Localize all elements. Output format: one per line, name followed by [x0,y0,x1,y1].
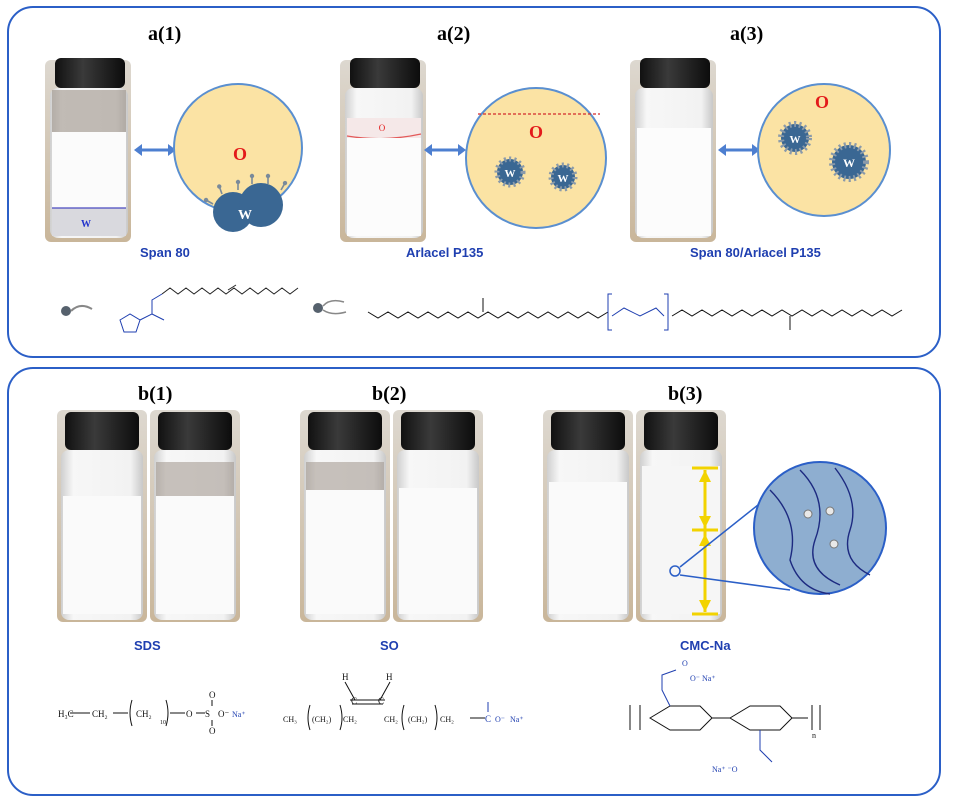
svg-text:Na⁺: Na⁺ [232,710,246,719]
svg-text:H: H [386,672,393,682]
oil-label-a2: O [529,122,543,142]
svg-text:C: C [378,696,384,706]
droplet-schematic-a2: O W W [465,87,607,229]
vial-b1-left [57,410,147,622]
label-a2: a(2) [437,23,471,45]
svg-text:C: C [351,696,357,706]
svg-text:CH₂: CH₂ [136,709,152,719]
vial-a2: O [340,58,426,242]
vial-b3-right [636,410,726,622]
vial-b2-left [300,410,390,622]
vial-b1-right [150,410,240,622]
water-label-a1: W [238,208,252,223]
svg-text:S: S [205,709,210,719]
svg-text:CH₂: CH₂ [343,715,357,724]
svg-text:O: O [209,726,216,736]
cmc-na-structure [629,669,821,763]
double-arrow-a3 [718,144,760,156]
svg-text:O: O [209,690,216,700]
svg-text:O⁻ Na⁺: O⁻ Na⁺ [690,674,716,683]
label-b1: b(1) [138,383,173,405]
water-label-a3a: W [790,134,801,146]
vial-a1: W [45,58,131,242]
oil-label-a1: O [233,144,247,164]
svg-text:O⁻: O⁻ [495,715,505,724]
double-arrow-a2 [424,144,466,156]
vial-b3-left [543,410,633,622]
vial-a3 [630,58,716,242]
svg-text:Na⁺ ⁻O: Na⁺ ⁻O [712,765,738,774]
svg-text:n: n [812,731,816,740]
svg-text:O: O [186,709,193,719]
label-a1: a(1) [148,23,182,45]
svg-text:O: O [682,659,688,668]
svg-text:(CH₂): (CH₂) [408,715,428,724]
svg-text:CH₂: CH₂ [384,715,398,724]
svg-text:CH₃: CH₃ [283,715,297,724]
label-b2: b(2) [372,383,407,405]
svg-text:Na⁺: Na⁺ [510,715,524,724]
droplet-schematic-a3: O W W [757,83,891,217]
caption-arlacel: Arlacel P135 [406,245,484,260]
water-label-a2a: W [505,168,516,180]
water-label-a2b: W [558,173,569,185]
panel-a-frame [7,6,941,358]
svg-text:C: C [485,714,491,724]
caption-cmc-na: CMC-Na [680,638,731,653]
water-label-a3b: W [843,156,855,170]
label-b3: b(3) [668,383,703,405]
panel-b-frame [7,367,941,796]
svg-text:(CH₂): (CH₂) [312,715,332,724]
sds-structure [70,699,213,727]
caption-sds: SDS [134,638,161,653]
svg-text:10: 10 [160,720,166,726]
label-a3: a(3) [730,23,764,45]
so-structure [307,681,489,731]
svg-text:O⁻: O⁻ [218,709,229,719]
vial-b2-right [393,410,483,622]
caption-span80-arlacel: Span 80/Arlacel P135 [690,245,821,260]
chem-formula-text: H₃C CH₂ CH₂ 10 O S O O O⁻ Na⁺ H H C C CH… [58,659,816,774]
caption-span80: Span 80 [140,245,190,260]
caption-so: SO [380,638,399,653]
height-indicator-arrows [692,466,718,616]
svg-text:CH₂: CH₂ [440,715,454,724]
vial-a1-w-label: W [81,219,91,230]
arlacel-structure [367,293,903,331]
svg-text:H: H [342,672,349,682]
svg-text:CH₂: CH₂ [92,709,108,719]
oil-label-a3: O [815,92,829,112]
droplet-schematic-a1: O W [173,83,303,232]
svg-text:H₃C: H₃C [58,709,74,719]
double-arrow-a1 [134,144,176,156]
span80-structure [61,284,347,333]
vial-a2-o-label: O [379,123,386,133]
network-zoom-callout [669,461,887,595]
